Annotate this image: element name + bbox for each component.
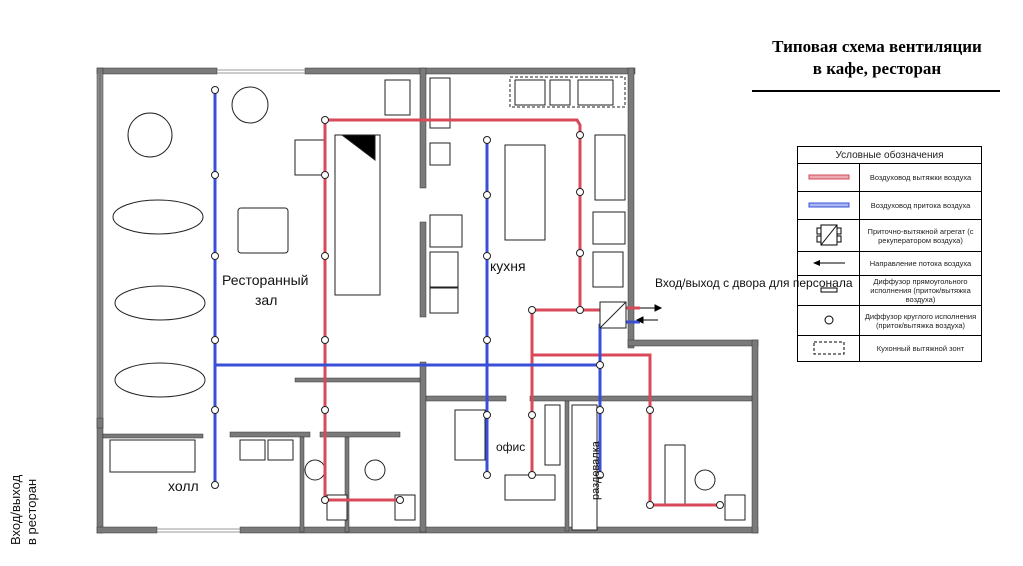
kitchen-hood-icon: [813, 341, 844, 354]
arrow-left-icon: [812, 259, 845, 266]
legend-item: Воздуховод вытяжки воздуха: [859, 163, 982, 192]
room-label-locker: раздевалка: [590, 441, 602, 500]
air-handling-unit-icon: [816, 224, 841, 245]
furniture: [109, 76, 746, 531]
legend-item: Направление потока воздуха: [859, 251, 982, 276]
walls: [96, 67, 759, 534]
legend-header: Условные обозначения: [797, 146, 982, 164]
main-entrance-line-2: в ресторан: [24, 478, 39, 545]
round-diffusers: [211, 86, 724, 509]
legend-item: Диффузор круглого исполнения (приток/выт…: [859, 305, 982, 336]
legend-item: Воздуховод притока воздуха: [859, 191, 982, 220]
rect-diffuser-icon: [820, 287, 837, 292]
title-line-1: Типовая схема вентиляции: [772, 37, 982, 56]
room-label-hall: холл: [168, 478, 199, 494]
supply-duct-icon: [808, 202, 849, 207]
room-label-dining-2: зал: [255, 292, 278, 308]
room-label-kitchen: кухня: [490, 258, 526, 274]
room-label-office: офис: [496, 440, 526, 454]
exhaust-duct-icon: [808, 174, 849, 179]
legend-item: Приточно-вытяжной агрегат (с рекуператор…: [859, 219, 982, 252]
air-handling-unit: [599, 301, 627, 329]
legend: Условные обозначения Воздуховод вытяжки …: [797, 146, 982, 362]
main-entrance-line-1: Вход/выход: [8, 474, 23, 545]
round-diffuser-icon: [824, 315, 833, 324]
main-entrance-label: Вход/выход в ресторан: [8, 475, 40, 545]
windows: [97, 69, 305, 533]
airflow-arrows: [635, 304, 663, 324]
title-divider: [752, 90, 1000, 92]
page-title: Типовая схема вентиляции в кафе, рестора…: [742, 36, 1012, 80]
legend-item: Кухонный вытяжной зонт: [859, 335, 982, 362]
legend-item: Диффузор прямоугольного исполнения (прит…: [859, 275, 982, 306]
title-line-2: в кафе, ресторан: [812, 59, 942, 78]
room-label-dining: Ресторанный: [222, 272, 309, 288]
